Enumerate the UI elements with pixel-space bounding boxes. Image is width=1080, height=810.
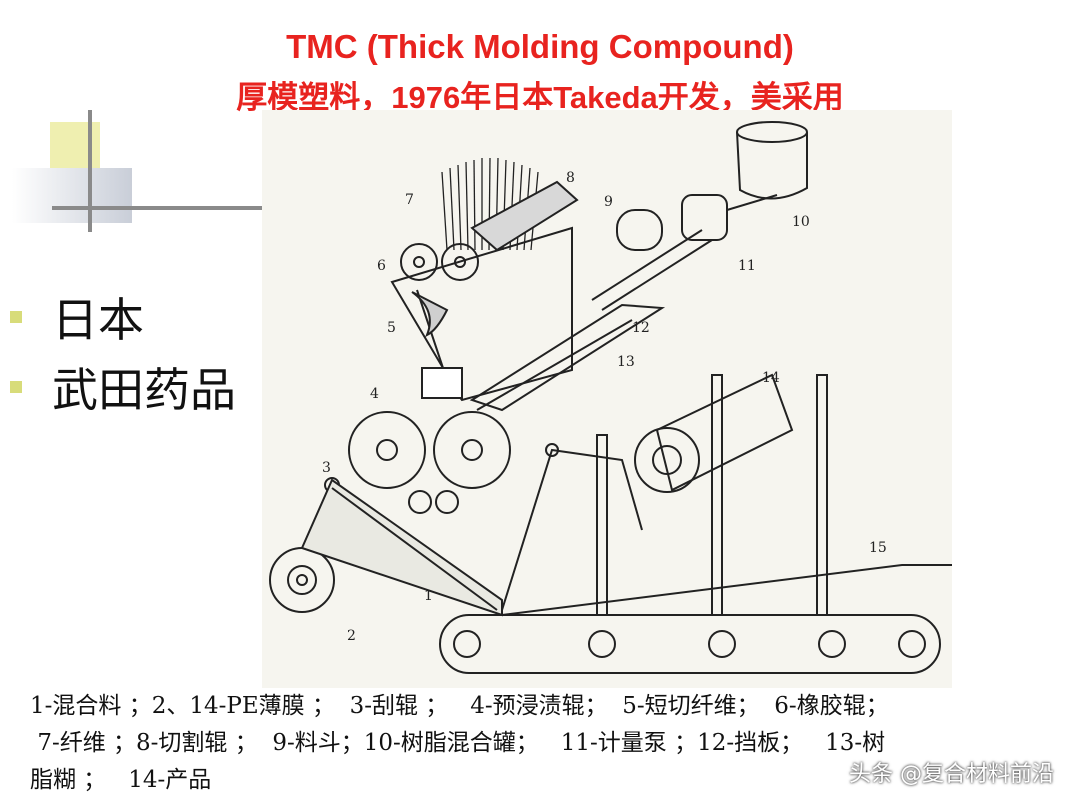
diagram-label: 4 [370,386,379,402]
bullet-item: 日本 [10,282,236,352]
diagram-label: 1 [424,588,433,604]
diagram-label: 2 [347,628,356,644]
bullet-marker [10,311,22,323]
diagram-label: 14 [762,370,780,386]
diagram-label: 5 [387,320,396,336]
caption-line: 脂糊 ； 14-产品 [30,767,212,793]
slide-subtitle: 厚模塑料，1976年日本Takeda开发，美采用 [236,80,844,115]
tmc-machine-diagram: 7 8 9 10 11 6 5 12 13 4 14 3 1 2 15 [262,110,952,688]
bullet-text: 武田药品 [52,363,236,417]
diagram-label: 9 [604,194,613,210]
diagram-label: 15 [869,540,887,556]
bullet-marker [10,381,22,393]
source-watermark: 头条 @复合材料前沿 [849,762,1054,787]
bullet-list: 日本 武田药品 [10,282,236,422]
diagram-label: 10 [792,214,810,230]
diagram-label: 8 [566,170,575,186]
diagram-label: 13 [617,354,635,370]
diagram-label: 3 [322,460,331,476]
diagram-label: 7 [405,192,414,208]
bullet-item: 武田药品 [10,352,236,422]
legend-caption: 1-混合料 ；2、14-PE薄膜 ； 3-刮辊 ； 4-预浸渍辊； 5-短切纤维… [30,688,1075,799]
diagram-label: 6 [377,258,386,274]
corner-decoration [0,110,262,240]
slide-title: TMC (Thick Molding Compound) [286,28,794,65]
bullet-text: 日本 [52,293,144,347]
diagram-label: 11 [738,258,756,274]
caption-line: 7-纤维 ；8-切割辊 ； 9-料斗；10-树脂混合罐； 11-计量泵 ；12-… [30,730,886,756]
caption-line: 1-混合料 ；2、14-PE薄膜 ； 3-刮辊 ； 4-预浸渍辊； 5-短切纤维… [30,693,889,719]
diagram-label: 12 [632,320,650,336]
